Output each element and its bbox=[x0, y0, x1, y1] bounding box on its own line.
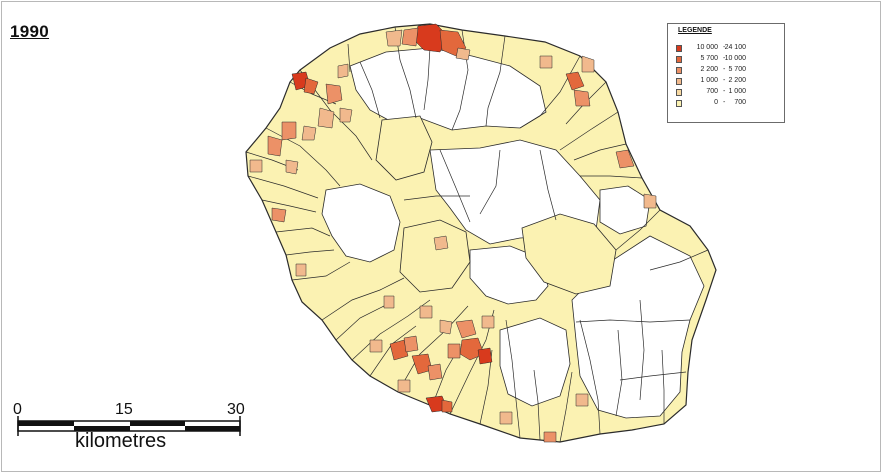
legend-separator: - bbox=[723, 88, 726, 95]
map-legend: LEGENDE 10 000 - 24 100 5 700 - 10 000 2… bbox=[667, 23, 785, 123]
legend-row: 2 200 - 5 700 bbox=[676, 66, 782, 76]
empty-zone-south bbox=[499, 317, 571, 407]
plain-zone-east bbox=[521, 213, 617, 295]
scale-tick-15: 15 bbox=[115, 401, 133, 418]
scale-tick-30: 30 bbox=[227, 401, 245, 418]
empty-zone-west bbox=[321, 183, 401, 263]
legend-min: 2 200 bbox=[700, 66, 718, 73]
legend-swatch bbox=[676, 67, 682, 74]
scale-bar bbox=[17, 416, 241, 436]
legend-max: 2 200 bbox=[728, 77, 746, 84]
legend-max: 1 000 bbox=[728, 88, 746, 95]
legend-row: 0 - 700 bbox=[676, 99, 782, 109]
legend-row: 700 - 1 000 bbox=[676, 88, 782, 98]
plain-zone-north-center bbox=[375, 115, 433, 181]
legend-min: 5 700 bbox=[700, 55, 718, 62]
legend-swatch bbox=[676, 89, 682, 96]
legend-row: 1 000 - 2 200 bbox=[676, 77, 782, 87]
empty-zone-volcano-cone bbox=[599, 185, 651, 235]
legend-max: 10 000 bbox=[724, 55, 746, 62]
scale-unit-label: kilometres bbox=[75, 430, 167, 452]
legend-min: 0 bbox=[714, 99, 718, 106]
legend-separator: - bbox=[723, 44, 726, 51]
year-label: 1990 bbox=[10, 22, 50, 41]
legend-swatch bbox=[676, 78, 682, 85]
legend-separator: - bbox=[723, 77, 726, 84]
legend-title: LEGENDE bbox=[678, 27, 712, 34]
density-patches bbox=[249, 23, 657, 443]
legend-min: 10 000 bbox=[696, 44, 718, 51]
legend-max: 5 700 bbox=[728, 66, 746, 73]
legend-row: 10 000 - 24 100 bbox=[676, 44, 782, 54]
legend-swatch bbox=[676, 45, 682, 52]
legend-separator: - bbox=[723, 66, 726, 73]
legend-min: 700 bbox=[706, 88, 718, 95]
legend-max: 700 bbox=[734, 99, 746, 106]
legend-max: 24 100 bbox=[724, 44, 746, 51]
legend-row: 5 700 - 10 000 bbox=[676, 55, 782, 65]
legend-min: 1 000 bbox=[700, 77, 718, 84]
legend-swatch bbox=[676, 56, 682, 63]
legend-swatch bbox=[676, 100, 682, 107]
plain-zone-center bbox=[399, 219, 471, 293]
scale-tick-0: 0 bbox=[13, 401, 22, 418]
legend-separator: - bbox=[723, 55, 726, 62]
legend-separator: - bbox=[723, 99, 726, 106]
